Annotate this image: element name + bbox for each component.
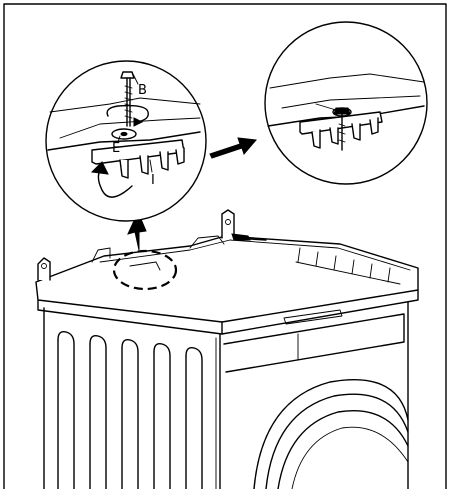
rotate-arrow-icon [106, 104, 149, 123]
door-porthole [253, 378, 409, 489]
arrow-right-icon [209, 137, 257, 159]
screw-hole [120, 131, 128, 137]
swing-arrow-icon [97, 169, 133, 198]
bracket-part [91, 139, 185, 179]
screw-part [120, 71, 135, 127]
detergent-drawer-handle [283, 309, 343, 325]
label-screw-b: B [138, 83, 147, 98]
fastened-screw [332, 107, 352, 151]
machine-body [35, 209, 419, 489]
detail-left-plate-front [47, 131, 201, 151]
latch-right [221, 209, 267, 241]
detail-right-plate-mid [281, 95, 421, 109]
stacking-plate-top [35, 235, 419, 323]
highlight-dashed-circle [112, 249, 178, 291]
fixing-slot [129, 261, 161, 271]
plate-left-tab [91, 247, 111, 263]
leader-e [117, 135, 121, 143]
detail-right-plate-rear [269, 73, 425, 89]
label-bracket-i: I [151, 173, 155, 188]
plate-rear-tab [189, 235, 225, 249]
swing-arrow-head [90, 161, 109, 175]
frame-border [3, 3, 447, 489]
assembled-bracket [299, 111, 383, 149]
latch-left [37, 257, 51, 281]
label-plate-e: E [112, 141, 120, 156]
leader-i [149, 159, 153, 173]
plate-ridges [295, 247, 401, 285]
detail-circle-right [264, 21, 428, 185]
detail-right-slot [315, 103, 337, 111]
side-panel-ribs [57, 330, 203, 489]
control-panel [223, 313, 405, 373]
detail-circle-left: B E I [45, 60, 207, 222]
detail-left-plate-rear [49, 97, 201, 113]
rotate-arrow-head [133, 117, 144, 127]
leader-b [132, 73, 139, 85]
